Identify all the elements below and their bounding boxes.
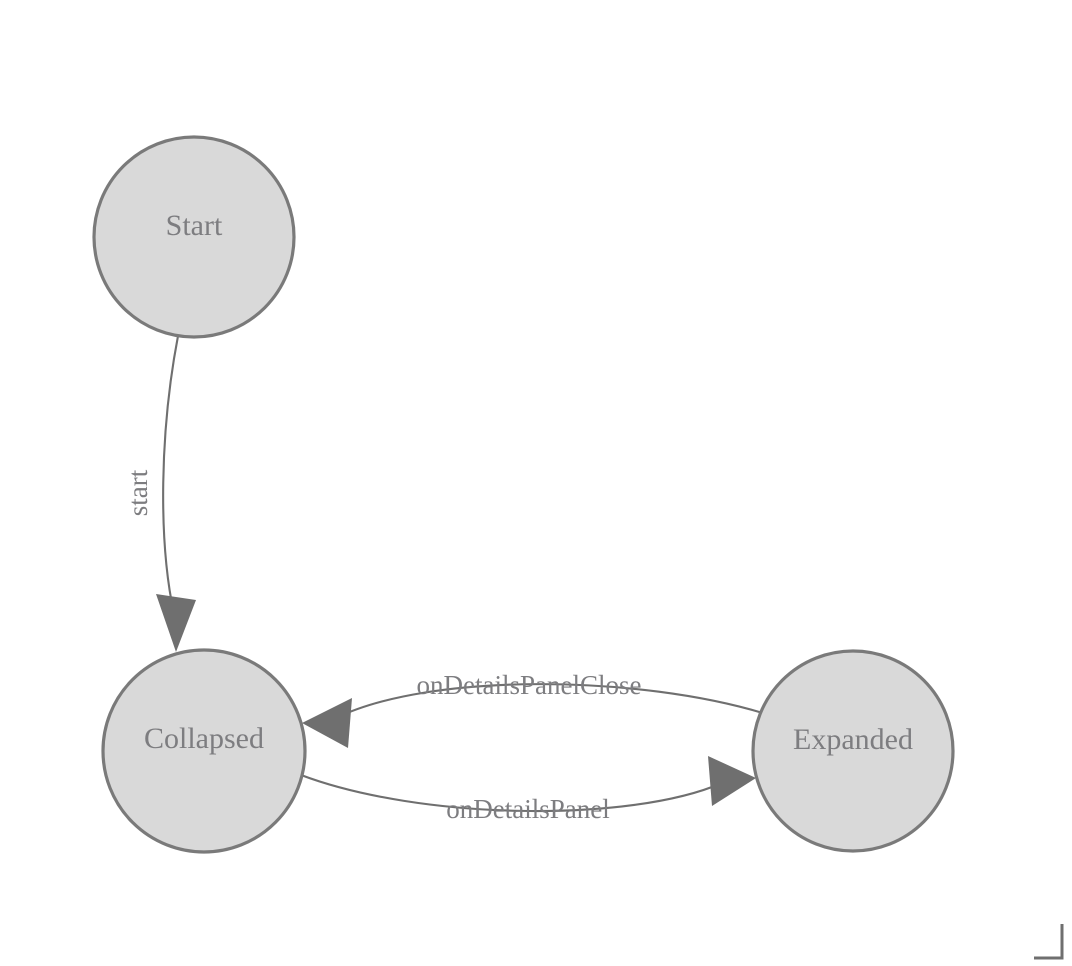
arrowhead-into-expanded-right (708, 756, 756, 806)
edge-expanded-to-collapsed[interactable]: onDetailsPanelClose (302, 670, 767, 748)
node-start[interactable]: Start (92, 135, 296, 339)
node-start-circle (92, 135, 296, 339)
edge-expanded-to-collapsed-path (335, 683, 767, 719)
edge-label-on-details-panel-close: onDetailsPanelClose (417, 670, 642, 700)
edge-start-to-collapsed[interactable]: start (123, 335, 196, 652)
node-collapsed-label: Collapsed (144, 722, 264, 755)
edge-label-start: start (123, 469, 153, 516)
node-expanded-circle (751, 649, 955, 853)
node-expanded[interactable]: Expanded (751, 649, 955, 853)
edge-collapsed-to-expanded[interactable]: onDetailsPanel (300, 756, 756, 824)
edge-collapsed-to-expanded-path (300, 774, 723, 813)
node-collapsed[interactable]: Collapsed (101, 648, 307, 854)
node-expanded-label: Expanded (793, 723, 913, 756)
node-collapsed-circle (101, 648, 307, 854)
arrowhead-into-collapsed-top (156, 594, 196, 652)
edge-label-on-details-panel: onDetailsPanel (446, 794, 609, 824)
arrowhead-into-collapsed-left (302, 698, 352, 748)
edge-start-to-collapsed-path (162, 335, 180, 615)
node-start-label: Start (166, 209, 223, 242)
resize-handle[interactable] (1034, 924, 1064, 960)
